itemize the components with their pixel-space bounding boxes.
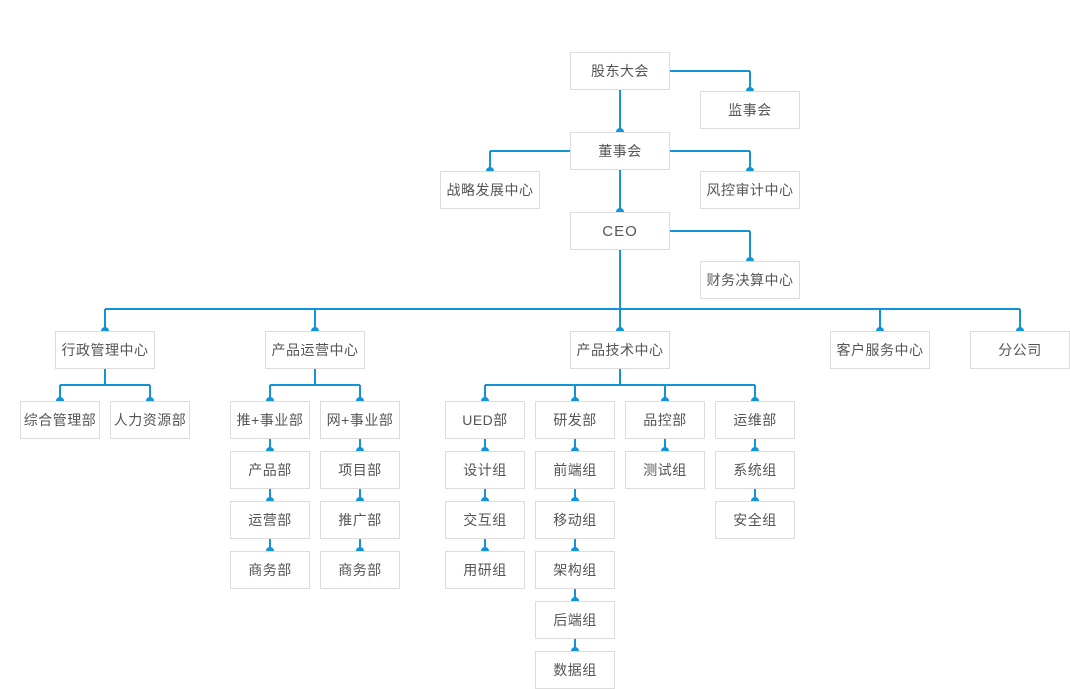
org-node-research[interactable]: 用研组: [445, 551, 525, 589]
connector-board-to-ceo: [616, 170, 624, 216]
org-node-finance[interactable]: 财务决算中心: [700, 261, 800, 299]
org-node-system[interactable]: 系统组: [715, 451, 795, 489]
org-node-strategy[interactable]: 战略发展中心: [440, 171, 540, 209]
org-node-general[interactable]: 综合管理部: [20, 401, 100, 439]
org-node-project[interactable]: 项目部: [320, 451, 400, 489]
org-node-operation[interactable]: 运营部: [230, 501, 310, 539]
connector-ceo-to-admin: [101, 250, 621, 335]
org-node-branch[interactable]: 分公司: [970, 331, 1070, 369]
connector-prodtech-to-ued: [481, 369, 621, 405]
org-node-frontend[interactable]: 前端组: [535, 451, 615, 489]
org-node-promotion[interactable]: 推广部: [320, 501, 400, 539]
connector-shareholders-to-board: [616, 90, 624, 136]
connector-ceo-to-prodops: [311, 250, 621, 335]
org-node-data[interactable]: 数据组: [535, 651, 615, 689]
org-node-prodtech[interactable]: 产品技术中心: [570, 331, 670, 369]
org-node-ceo[interactable]: CEO: [570, 212, 670, 250]
org-node-rnd[interactable]: 研发部: [535, 401, 615, 439]
org-node-design[interactable]: 设计组: [445, 451, 525, 489]
org-node-ops[interactable]: 运维部: [715, 401, 795, 439]
org-node-tuiplus[interactable]: 推+事业部: [230, 401, 310, 439]
org-node-business2[interactable]: 商务部: [320, 551, 400, 589]
connector-prodtech-to-rnd: [571, 369, 621, 405]
org-node-wangplus[interactable]: 网+事业部: [320, 401, 400, 439]
org-node-test[interactable]: 测试组: [625, 451, 705, 489]
org-node-board[interactable]: 董事会: [570, 132, 670, 170]
org-node-admin[interactable]: 行政管理中心: [55, 331, 155, 369]
connector-admin-to-hr: [104, 369, 154, 405]
connector-prodtech-to-ops: [619, 369, 759, 405]
org-node-prodops[interactable]: 产品运营中心: [265, 331, 365, 369]
connector-prodops-to-tuiplus: [266, 369, 316, 405]
org-node-security[interactable]: 安全组: [715, 501, 795, 539]
connector-admin-to-general: [56, 369, 106, 405]
org-node-mobile[interactable]: 移动组: [535, 501, 615, 539]
org-node-supervisors[interactable]: 监事会: [700, 91, 800, 129]
connector-ceo-to-finance: [670, 230, 754, 265]
org-node-backend[interactable]: 后端组: [535, 601, 615, 639]
org-node-interaction[interactable]: 交互组: [445, 501, 525, 539]
org-node-architecture[interactable]: 架构组: [535, 551, 615, 589]
org-node-shareholders[interactable]: 股东大会: [570, 52, 670, 90]
org-node-customer[interactable]: 客户服务中心: [830, 331, 930, 369]
org-node-business1[interactable]: 商务部: [230, 551, 310, 589]
org-node-product[interactable]: 产品部: [230, 451, 310, 489]
connector-prodtech-to-qa: [619, 369, 669, 405]
org-node-hr[interactable]: 人力资源部: [110, 401, 190, 439]
connector-ceo-to-branch: [619, 250, 1024, 335]
org-node-ued[interactable]: UED部: [445, 401, 525, 439]
connector-ceo-to-prodtech: [616, 250, 624, 335]
org-node-qa[interactable]: 品控部: [625, 401, 705, 439]
org-node-riskaudit[interactable]: 风控审计中心: [700, 171, 800, 209]
connector-prodops-to-wangplus: [314, 369, 364, 405]
